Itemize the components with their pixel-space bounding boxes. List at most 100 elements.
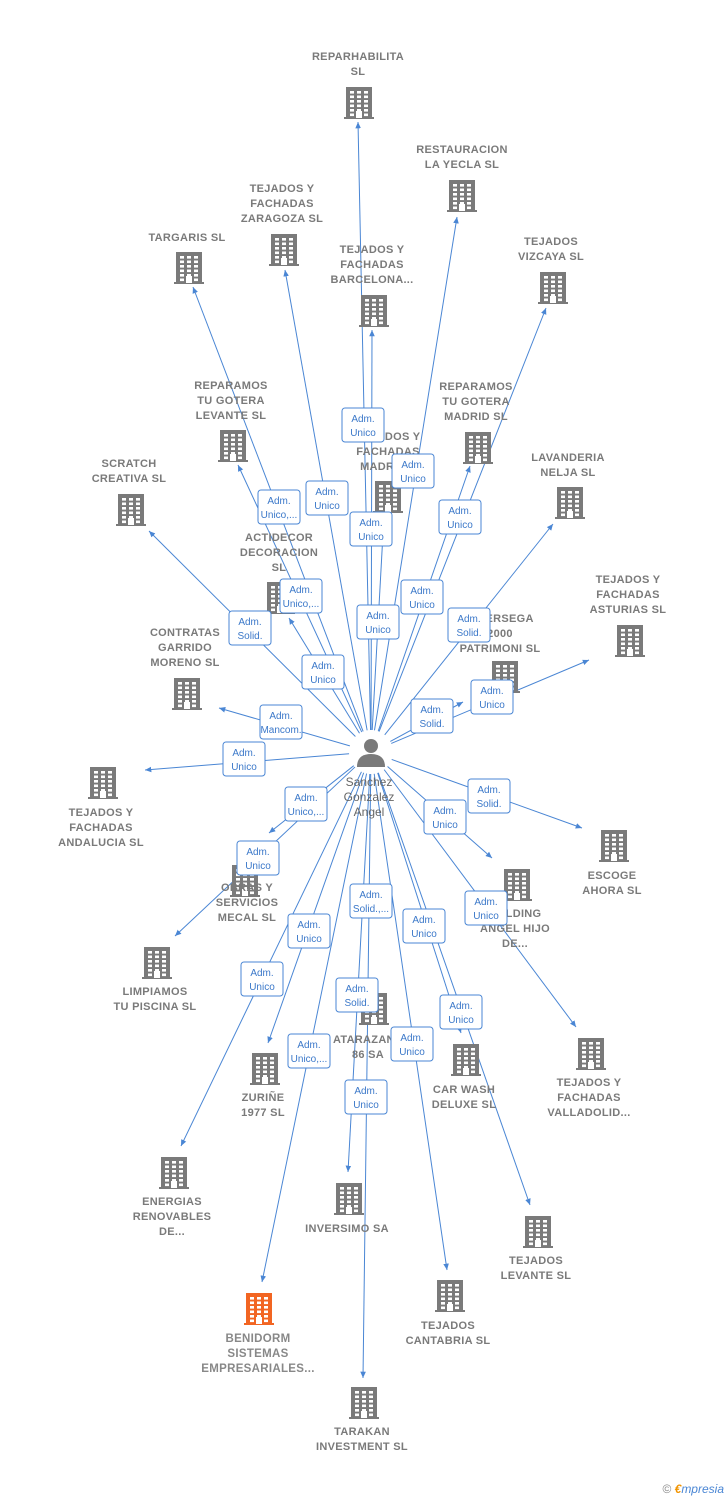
role-badge[interactable]: Adm.Unico [287,913,331,949]
role-label-line: Mancom. [260,725,301,736]
building-icon [447,180,477,212]
role-badge[interactable]: Adm.Unico [240,961,284,997]
role-badge[interactable]: Adm. Solid. [467,778,511,814]
company-name-line: FACHADAS [69,822,133,834]
role-label-line: Adm. [433,806,456,817]
role-badge[interactable]: Adm.Solid. [410,698,454,734]
role-label-line: Solid. [237,631,262,642]
role-label-line: Adm. [410,586,433,597]
building-icon [334,1183,364,1215]
role-badge[interactable]: Adm.Unico [222,741,266,777]
role-badge[interactable]: Adm.Unico [438,499,482,535]
company-node-c25[interactable]: ENERGIASRENOVABLESDE... [133,1157,212,1238]
role-label-line: Solid. [344,998,369,1009]
company-name-line: SISTEMAS [227,1348,288,1360]
building-icon [576,1038,606,1070]
building-icon [174,252,204,284]
company-name-line: DE... [159,1226,185,1238]
role-badge[interactable]: Adm.Unico [305,480,349,516]
edge-c24 [267,772,365,1044]
role-badge[interactable]: Adm.Unico [349,511,393,547]
role-badge[interactable]: Adm.Unico [400,579,444,615]
company-name-line: ANGEL HIJO [480,923,550,935]
role-badge[interactable]: Adm. Solid. [228,610,272,646]
person-name-line: Gonzalez [344,790,395,804]
role-badge[interactable]: Adm.Unico [301,654,345,690]
role-badge[interactable]: Adm.Solid. [447,607,491,643]
role-label-line: Unico [245,861,271,872]
company-name-line: TU GOTERA [442,396,509,408]
role-label-line: Adm. [474,897,497,908]
role-label-line: Unico,... [291,1054,328,1065]
role-badge[interactable]: Adm.Unico [391,453,435,489]
building-icon [269,234,299,266]
company-name-line: TU PISCINA SL [114,1001,197,1013]
role-badge[interactable]: Adm.Unico [344,1079,388,1115]
role-label-line: Adm. [477,785,500,796]
role-label-line: Unico [350,428,376,439]
company-node-c21[interactable]: TEJADOS YFACHADASVALLADOLID... [547,1038,630,1119]
company-name-line: MORENO SL [150,657,219,669]
role-label-line: Solid. [476,799,501,810]
role-label-line: Solid. [419,719,444,730]
role-label-line: Adm. [238,617,261,628]
role-badge[interactable]: Adm.Unico,... [284,786,328,822]
role-badge[interactable]: Adm.Unico [390,1026,434,1062]
role-label-line: Unico [358,532,384,543]
role-label-line: Adm. [401,460,424,471]
role-badge[interactable]: Adm.Solid. [335,977,379,1013]
company-node-c26[interactable]: INVERSIMO SA [305,1183,389,1235]
role-badge[interactable]: Adm.Unico,... [287,1033,331,1069]
role-badge[interactable]: Adm.Unico,... [257,489,301,525]
role-label-line: Unico [448,1015,474,1026]
role-badge[interactable]: Adm.Mancom. [259,704,303,740]
role-badge[interactable]: Adm.Unico [356,604,400,640]
role-label-line: Adm. [480,686,503,697]
role-badge[interactable]: Adm.Solid.,... [349,883,393,919]
role-label-line: Solid.,... [353,904,389,915]
role-label-line: Solid. [456,628,481,639]
company-node-c5[interactable]: TEJADOS YFACHADASBARCELONA... [330,244,413,327]
role-label-line: Unico [479,700,505,711]
footer-brand: © €mpresia [662,1482,724,1496]
role-badge[interactable]: Adm.Unico [236,840,280,876]
role-badge[interactable]: Adm. Unico [470,679,514,715]
person-name-line: Sanchez [346,775,393,789]
role-badge[interactable]: Adm.Unico [341,407,385,443]
company-node-c29[interactable]: BENIDORMSISTEMASEMPRESARIALES... [201,1293,314,1375]
role-badge[interactable]: Adm.Unico [402,908,446,944]
building-icon [538,272,568,304]
role-badge[interactable]: Adm.Unico [464,890,508,926]
company-name-line: ENERGIAS [142,1196,202,1208]
role-badge[interactable]: Adm.Unico,... [279,578,323,614]
role-badge[interactable]: Adm.Unico [439,994,483,1030]
company-name-line: ZARAGOZA SL [241,213,323,225]
building-icon [435,1280,465,1312]
role-badge[interactable]: Adm.Unico [423,799,467,835]
building-icon [159,1157,189,1189]
company-name-line: INVERSIMO SA [305,1223,389,1235]
company-name-line: FACHADAS [596,589,660,601]
brand-logo-e: € [674,1482,682,1496]
company-node-c4[interactable]: TARGARIS SL [148,232,225,284]
